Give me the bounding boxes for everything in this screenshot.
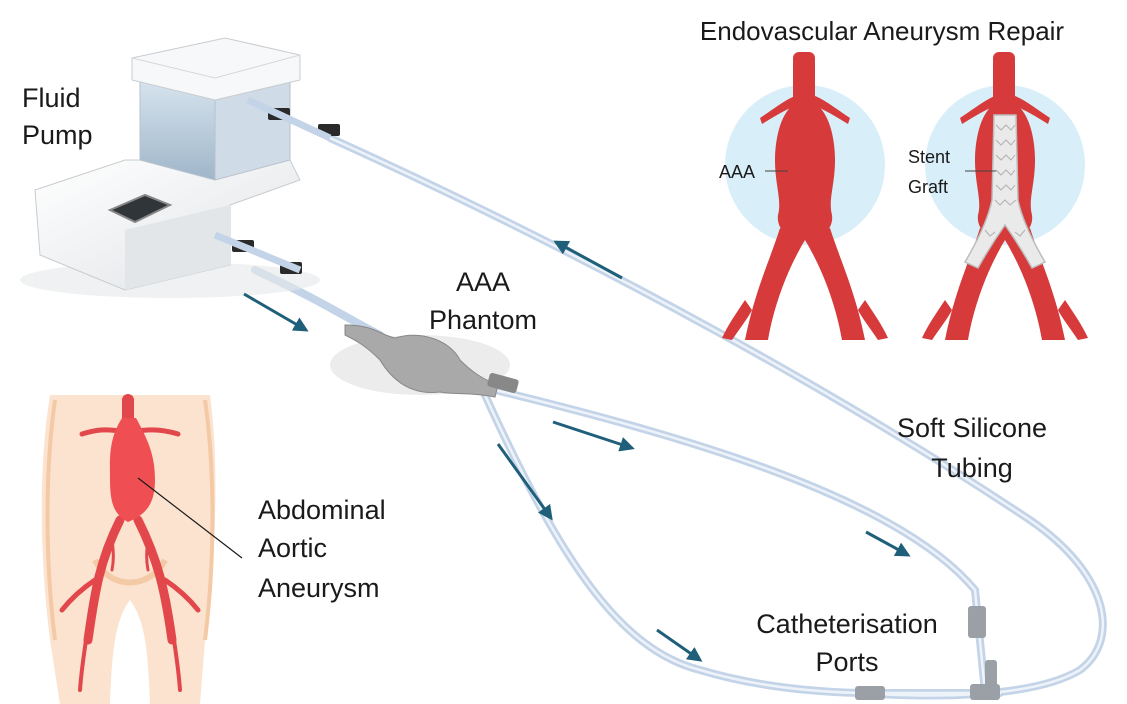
arrow-icon [496, 443, 553, 521]
label-cath-ports-line1: Catheterisation [756, 609, 938, 639]
label-stent-line1: Stent [908, 147, 950, 167]
catheterisation-port-connectors [855, 606, 1000, 700]
arrow-icon [552, 420, 635, 452]
label-aaa-phantom-line1: AAA [456, 267, 510, 297]
label-aaa-short: AAA [719, 162, 755, 182]
label-fluid-pump-line2: Pump [22, 120, 93, 150]
label-stent-line2: Graft [908, 177, 948, 197]
label-abdominal-line2: Aortic [258, 533, 327, 563]
label-abdominal-line1: Abdominal [258, 495, 386, 525]
fluid-pump [20, 37, 340, 298]
evar-panel-aaa [722, 52, 888, 340]
arrow-icon [865, 530, 911, 557]
label-abdominal-line3: Aneurysm [258, 573, 380, 603]
aaa-phantom [330, 324, 519, 398]
arrow-icon [553, 240, 623, 280]
abdominal-illustration [41, 394, 243, 704]
label-cath-ports-line2: Ports [815, 647, 878, 677]
arrow-icon [656, 628, 703, 662]
label-aaa-phantom-line2: Phantom [429, 305, 537, 335]
flow-arrows [243, 240, 911, 662]
label-fluid-pump-line1: Fluid [22, 83, 81, 113]
label-soft-tubing-line1: Soft Silicone [897, 413, 1047, 443]
arrow-icon [243, 292, 309, 332]
evar-panel-stent-graft [922, 52, 1088, 340]
stent-graft-icon [963, 114, 1047, 269]
label-soft-tubing-line2: Tubing [931, 453, 1013, 483]
title: Endovascular Aneurysm Repair [700, 16, 1065, 46]
